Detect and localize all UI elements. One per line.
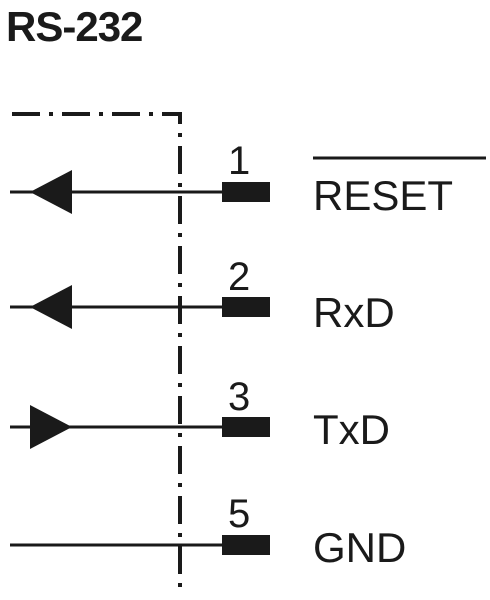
pin-5-contact (222, 535, 270, 555)
diagram-title: RS-232 (6, 3, 143, 50)
connector-housing-outline (12, 112, 182, 590)
pin-1-contact (222, 182, 270, 202)
pin-row-3: 3 TxD (10, 375, 390, 453)
pin-row-5: 5 GND (10, 492, 406, 571)
pin-2-arrow-left-icon (30, 285, 72, 329)
pin-2-number: 2 (228, 255, 250, 299)
pin-5-number: 5 (228, 492, 250, 536)
pin-2-signal-label: RxD (313, 289, 395, 336)
pin-2-contact (222, 297, 270, 317)
pin-3-contact (222, 417, 270, 437)
pin-5-signal-label: GND (313, 524, 406, 571)
pin-row-1: 1 RESET (10, 139, 486, 219)
pin-1-signal-label: RESET (313, 172, 453, 219)
pin-3-arrow-right-icon (30, 405, 72, 449)
pin-3-number: 3 (228, 375, 250, 419)
pin-row-2: 2 RxD (10, 255, 395, 336)
pin-1-number: 1 (228, 139, 250, 183)
pin-3-signal-label: TxD (313, 406, 390, 453)
pin-1-arrow-left-icon (30, 170, 72, 214)
